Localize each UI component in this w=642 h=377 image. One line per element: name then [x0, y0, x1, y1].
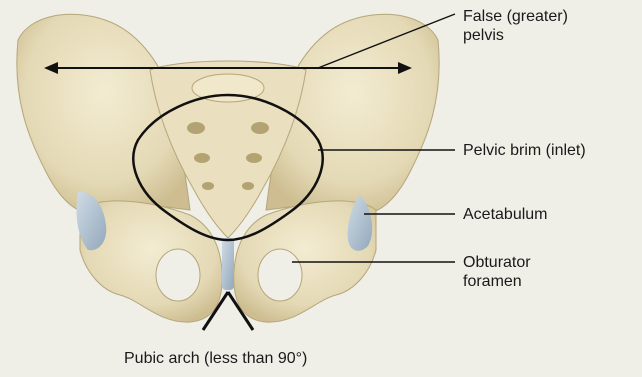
- obturator-foramen-label-line2: foramen: [463, 272, 531, 291]
- obturator-foramen-label-line1: Obturator: [463, 253, 531, 272]
- pubic-symphysis: [222, 238, 234, 290]
- false-pelvis-label-line1: False (greater): [463, 7, 568, 26]
- right-obturator-foramen: [258, 249, 302, 301]
- pelvic-brim-label: Pelvic brim (inlet): [463, 141, 586, 160]
- pubic-arch-label: Pubic arch (less than 90°): [124, 349, 307, 368]
- acetabulum-label: Acetabulum: [463, 205, 548, 224]
- left-obturator-foramen: [156, 249, 200, 301]
- false-pelvis-label-line2: pelvis: [463, 26, 568, 45]
- false-pelvis-label: False (greater) pelvis: [463, 7, 568, 45]
- obturator-foramen-label: Obturator foramen: [463, 253, 531, 291]
